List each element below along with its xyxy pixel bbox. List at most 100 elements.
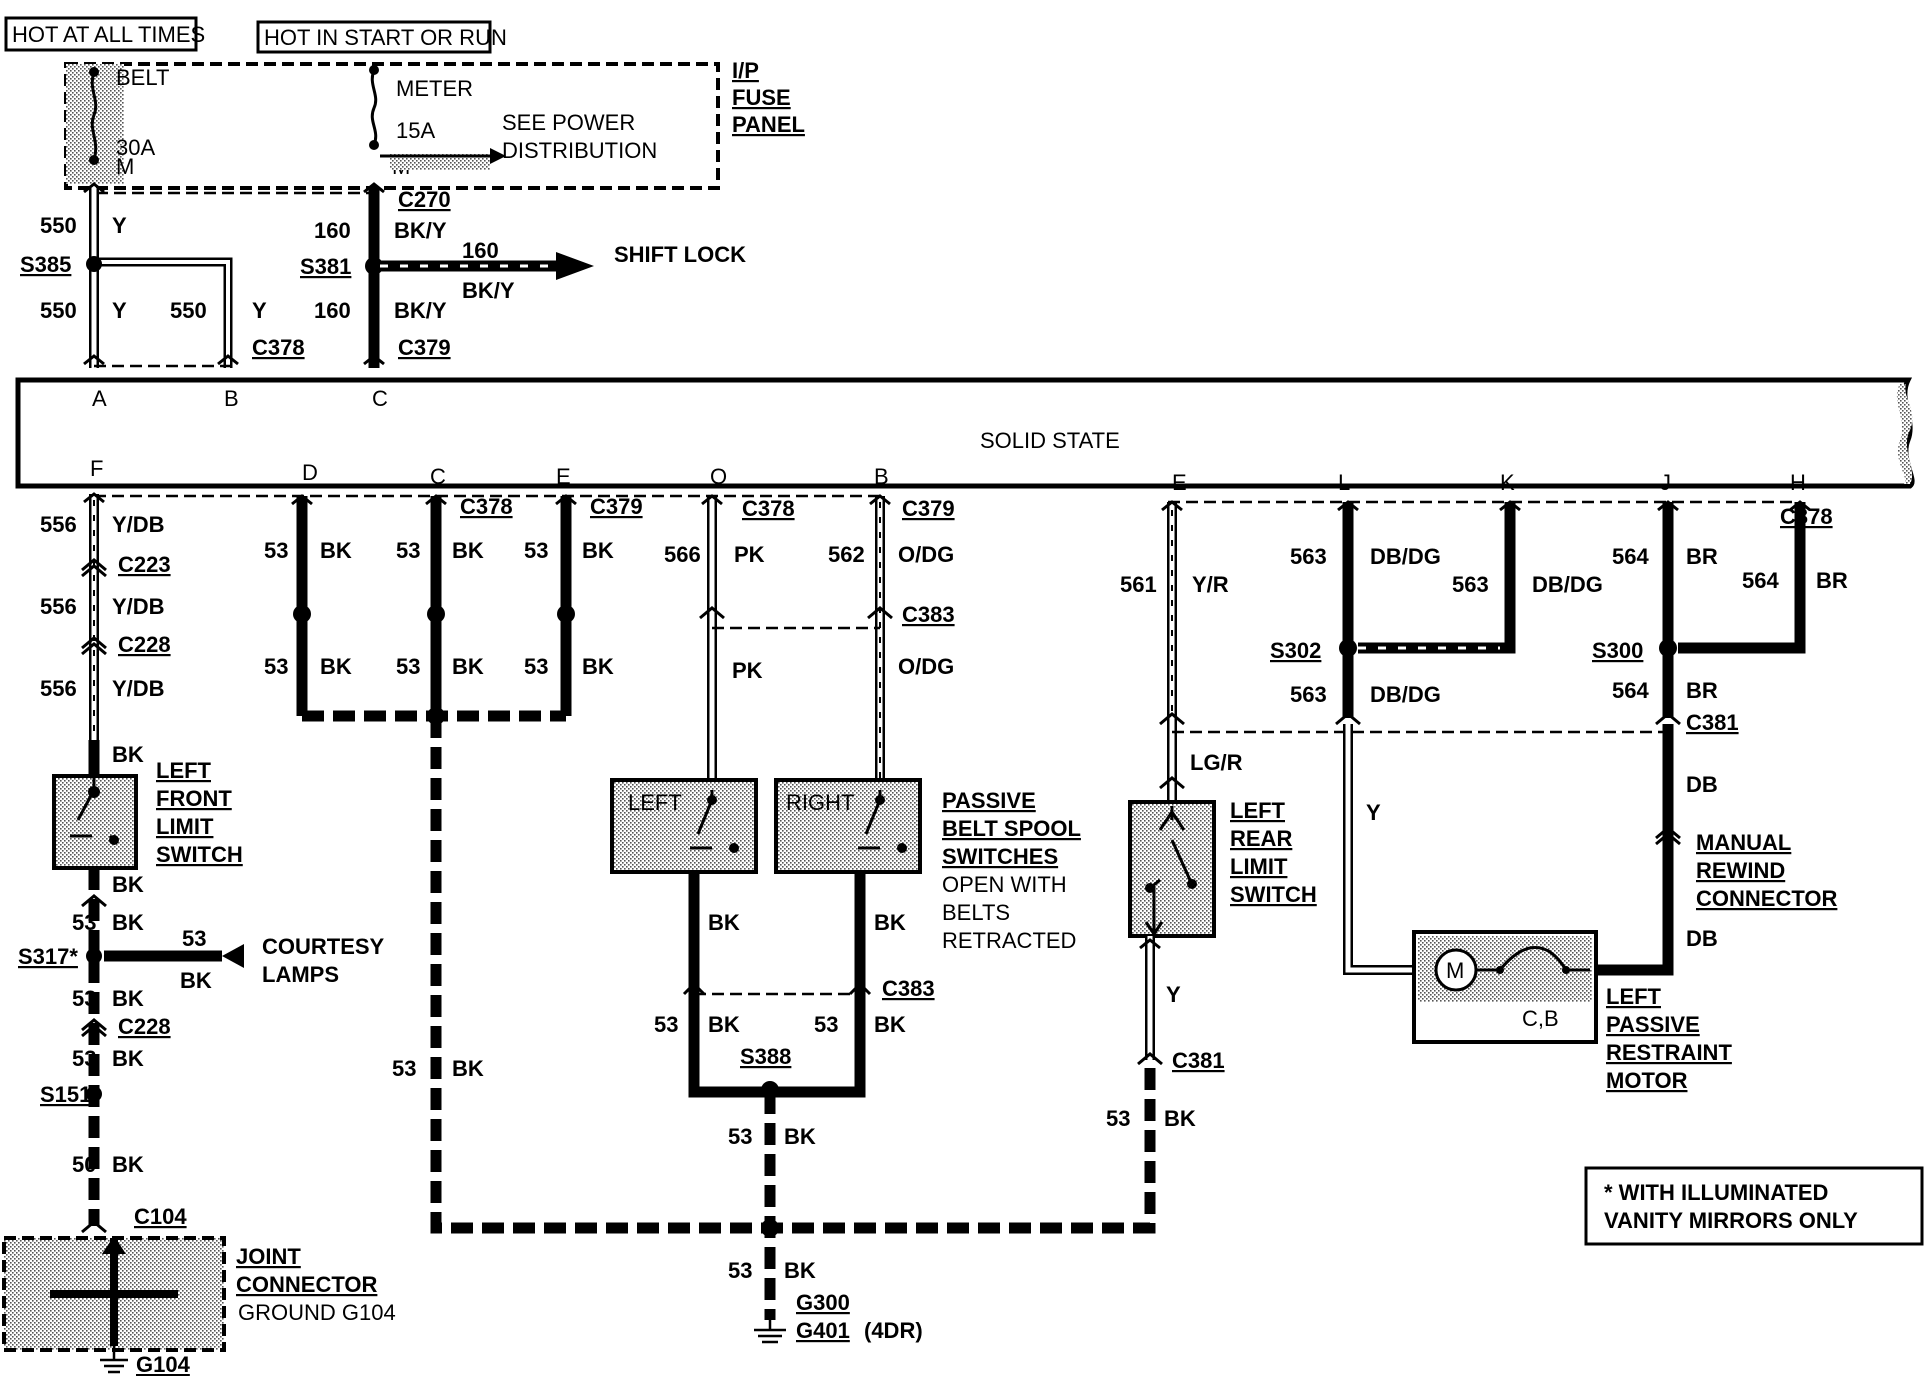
wire-53-s2-color: BK	[874, 1012, 906, 1037]
left-rear-limit-circuit: 561 Y/R LG/R LEFT REAR LIMIT SWITCH Y C3…	[1106, 500, 1668, 1131]
footnote-line-1: * WITH ILLUMINATED	[1604, 1180, 1828, 1205]
module-pin-o: O	[710, 464, 727, 489]
left-front-limit-switch	[52, 774, 138, 870]
wire-563-c-number: 563	[1290, 682, 1327, 707]
left-front-limit-circuit: 556 Y/DB C223 556 Y/DB C228 556 Y/DB BK …	[18, 492, 385, 1234]
wire-564-a-color: BR	[1686, 544, 1718, 569]
module-pin-d: D	[302, 460, 318, 485]
fuse-panel-title-3: PANEL	[732, 112, 805, 137]
wire-556-c-number: 556	[40, 676, 77, 701]
legend-hot-in-start-or-run-label: HOT IN START OR RUN	[264, 25, 507, 50]
wire-53-s2-number: 53	[814, 1012, 838, 1037]
solid-state-module: SOLID STATE A B C F D C E O B E L K J H	[15, 377, 1915, 495]
connector-c270: C270	[398, 187, 451, 212]
wire-564-c-color: BR	[1686, 678, 1718, 703]
wire-53-f2-color: BK	[112, 986, 144, 1011]
passive-belt-note-2: BELTS	[942, 900, 1010, 925]
splice-s302: S302	[1270, 638, 1321, 663]
wire-53-s1-number: 53	[654, 1012, 678, 1037]
motor-pins: C,B	[1522, 1006, 1559, 1031]
wire-550-b-number: 550	[40, 298, 77, 323]
wire-53-g2-color: BK	[784, 1258, 816, 1283]
splice-s388: S388	[740, 1044, 791, 1069]
splice-s385: S385	[20, 252, 71, 277]
ground-g300: G300	[796, 1290, 850, 1315]
connector-c378-top: C378	[252, 335, 305, 360]
wire-53-c1-number: 53	[396, 538, 420, 563]
wire-160-shift-number: 160	[462, 238, 499, 263]
wire-odg-color: O/DG	[898, 654, 954, 679]
left-passive-motor-label-4: MOTOR	[1606, 1068, 1688, 1093]
wire-562-color: O/DG	[898, 542, 954, 567]
connector-c104: C104	[134, 1204, 187, 1229]
module-pin-a: A	[92, 386, 107, 411]
wire-53-r-number: 53	[1106, 1106, 1130, 1131]
wire-y-motor-color: Y	[1366, 800, 1381, 825]
wire-53-c2-color: BK	[452, 654, 484, 679]
module-name: SOLID STATE	[980, 428, 1120, 453]
splice-s300: S300	[1592, 638, 1643, 663]
wire-53-g2-number: 53	[728, 1258, 752, 1283]
left-rear-limit-label-1: LEFT	[1230, 798, 1286, 823]
wire-53-d2-color: BK	[320, 654, 352, 679]
wire-lgr-color: LG/R	[1190, 750, 1243, 775]
wire-53-d2-number: 53	[264, 654, 288, 679]
right-spool-switch	[774, 778, 922, 874]
ground-g401-note: (4DR)	[864, 1318, 923, 1343]
motor-symbol: M	[1446, 958, 1464, 983]
wire-550-a-number: 550	[40, 213, 77, 238]
wire-53-c1-color: BK	[452, 538, 484, 563]
wire-db-b-color: DB	[1686, 926, 1718, 951]
module-pin-k: K	[1500, 470, 1515, 495]
wire-563-c-color: DB/DG	[1370, 682, 1441, 707]
wire-53-g1-color: BK	[784, 1124, 816, 1149]
wire-564-a-number: 564	[1612, 544, 1649, 569]
wire-564-b-color: BR	[1816, 568, 1848, 593]
courtesy-lamps-2: LAMPS	[262, 962, 339, 987]
wire-564-c-number: 564	[1612, 678, 1649, 703]
fuse-panel-title-1: I/P	[732, 58, 759, 83]
wire-53-r-color: BK	[1164, 1106, 1196, 1131]
wire-550-b-color: Y	[112, 298, 127, 323]
left-passive-motor-label-3: RESTRAINT	[1606, 1040, 1732, 1065]
courtesy-wire-color: BK	[180, 968, 212, 993]
splice-s317: S317*	[18, 944, 78, 969]
wire-160-shift-color: BK/Y	[462, 278, 515, 303]
wire-550-a-color: Y	[112, 213, 127, 238]
right-switch-label: RIGHT	[786, 790, 854, 815]
left-rear-limit-label-2: REAR	[1230, 826, 1292, 851]
wire-53-e2-number: 53	[524, 654, 548, 679]
module-pin-b-bottom: B	[874, 464, 889, 489]
left-passive-motor-label-1: LEFT	[1606, 984, 1662, 1009]
wire-53-e1-number: 53	[524, 538, 548, 563]
wire-550-c-color: Y	[252, 298, 267, 323]
wire-550-c-number: 550	[170, 298, 207, 323]
wire-53-d1-color: BK	[320, 538, 352, 563]
module-pin-b: B	[224, 386, 239, 411]
left-spool-switch	[610, 778, 758, 874]
connector-c379-e: C379	[590, 494, 643, 519]
left-switch-out-color: BK	[708, 910, 740, 935]
connector-c381-b: C381	[1172, 1048, 1225, 1073]
wire-556-a-color: Y/DB	[112, 512, 165, 537]
connector-c383-a: C383	[902, 602, 955, 627]
wire-53-f2-number: 53	[72, 986, 96, 1011]
passive-belt-label-1: PASSIVE	[942, 788, 1036, 813]
wire-562-number: 562	[828, 542, 865, 567]
module-pin-c-bottom: C	[430, 464, 446, 489]
left-switch-label: LEFT	[628, 790, 682, 815]
ground-g401: G401	[796, 1318, 850, 1343]
wire-53-c3-number: 53	[392, 1056, 416, 1081]
left-front-limit-label-3: LIMIT	[156, 814, 214, 839]
wire-556-a-number: 556	[40, 512, 77, 537]
joint-ground-label: GROUND G104	[238, 1300, 396, 1325]
wire-160-b-color: BK/Y	[394, 298, 447, 323]
connector-c383-b: C383	[882, 976, 935, 1001]
wire-53-f3-color: BK	[112, 1046, 144, 1071]
left-rear-limit-label-4: SWITCH	[1230, 882, 1317, 907]
left-rear-limit-label-3: LIMIT	[1230, 854, 1288, 879]
see-power-line2: DISTRIBUTION	[502, 138, 657, 163]
wire-db-a-color: DB	[1686, 772, 1718, 797]
module-pin-h: H	[1790, 470, 1806, 495]
